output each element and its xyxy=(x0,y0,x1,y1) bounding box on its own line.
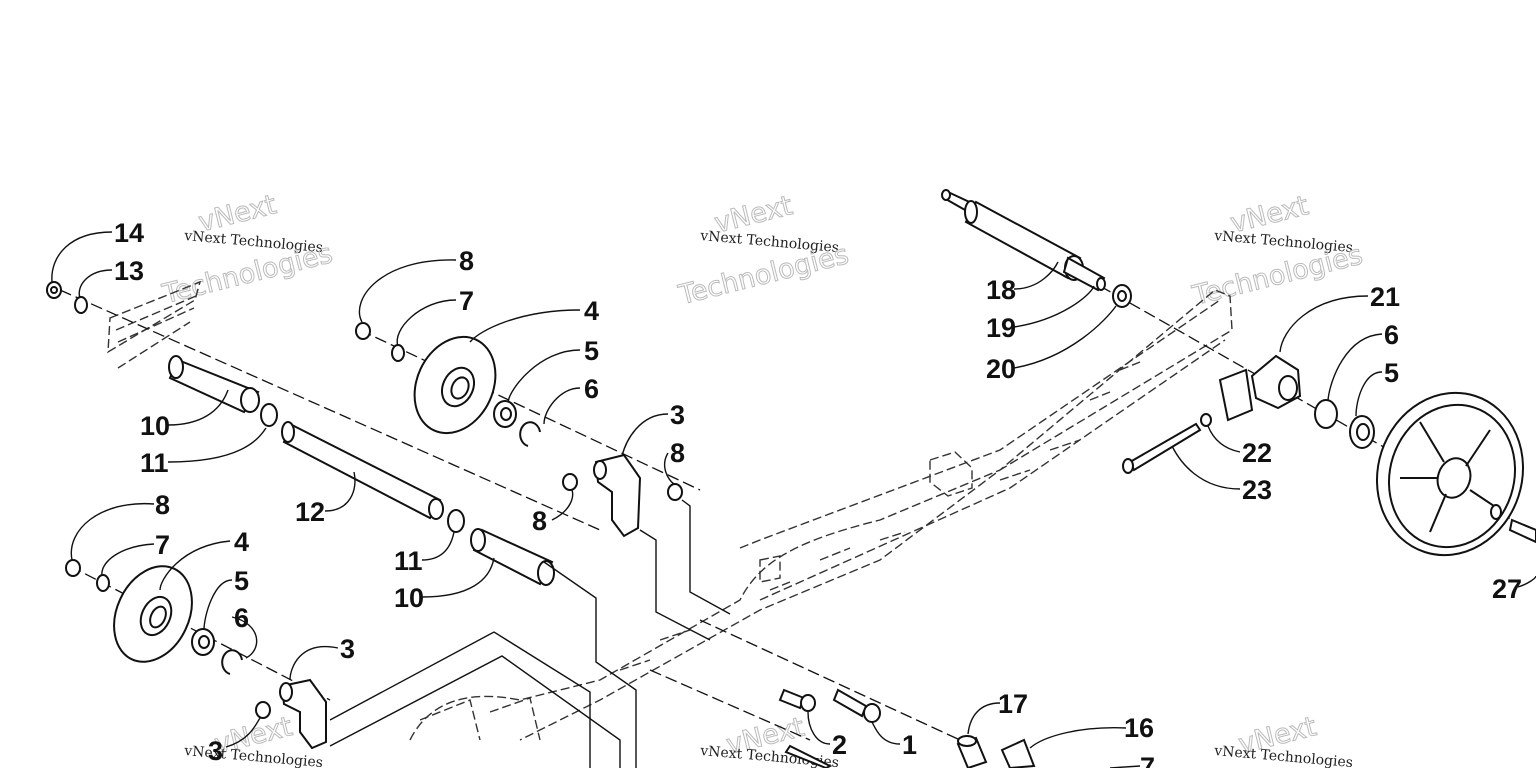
bearing-part-5-upper xyxy=(493,400,517,428)
watermark-top-right: vNext vNext Technologies Technologies xyxy=(1188,190,1366,313)
rear-wheel-part-large xyxy=(1375,391,1525,557)
shaft-part-18 xyxy=(941,189,1084,281)
callout-12: 12 xyxy=(295,497,325,527)
watermark-bottom-right: vNext vNext Technologies xyxy=(1213,711,1354,768)
callout-labels: 14 13 8 7 4 5 6 10 11 12 11 10 3 8 8 8 7… xyxy=(114,218,1522,768)
step-leader-lines xyxy=(329,499,731,768)
callout-8-mid: 8 xyxy=(532,506,547,536)
nut-part-8-arm-lower xyxy=(255,701,271,719)
nut-part-8-arm xyxy=(562,473,578,491)
callout-3-bottom: 3 xyxy=(208,736,223,766)
washer-part-7-lower-wheel xyxy=(96,574,110,592)
callout-3-top: 3 xyxy=(670,400,685,430)
spacer-part-10-lower xyxy=(470,528,555,586)
nut-part-8-arm-right xyxy=(667,483,683,501)
callout-5-left: 5 xyxy=(234,566,249,596)
callout-leaders xyxy=(51,231,1536,768)
axle-arm-part-3-upper xyxy=(593,453,642,538)
washer-part-20 xyxy=(1112,284,1132,308)
bolt-part-2 xyxy=(778,688,833,768)
callout-21: 21 xyxy=(1370,282,1400,312)
callout-14: 14 xyxy=(114,218,144,248)
callout-3-left: 3 xyxy=(340,634,355,664)
callout-8-top: 8 xyxy=(459,246,474,276)
assembly-axes xyxy=(59,285,1531,741)
bearing-part-5-right xyxy=(1349,415,1375,449)
bushing-part-17 xyxy=(956,735,988,768)
washer-part-right-end xyxy=(1490,504,1502,520)
nut-part-8-lower-wheel xyxy=(65,559,81,577)
svg-text:Technologies: Technologies xyxy=(675,239,852,311)
callout-10-top: 10 xyxy=(140,411,170,441)
callout-11-top: 11 xyxy=(140,448,169,478)
callout-16: 16 xyxy=(1124,713,1154,743)
callout-19: 19 xyxy=(986,313,1016,343)
callout-11-bottom: 11 xyxy=(394,546,423,576)
shaft-part-12 xyxy=(281,421,444,520)
watermark-top-center: vNext vNext Technologies Technologies xyxy=(674,190,852,312)
callout-5-top: 5 xyxy=(584,336,599,366)
callout-7-top: 7 xyxy=(459,286,474,316)
mounting-block xyxy=(1218,368,1254,422)
callout-23: 23 xyxy=(1242,475,1272,505)
callout-2: 2 xyxy=(832,730,847,760)
callout-6-left: 6 xyxy=(234,603,249,633)
idler-wheel-part-4-lower xyxy=(113,565,193,663)
washer-part-7-upper-wheel xyxy=(391,344,405,362)
nut-part-8-upper-wheel xyxy=(355,322,371,340)
spacer-part-10-upper xyxy=(168,355,260,414)
snap-ring-part-6-right xyxy=(1314,399,1338,429)
callout-1: 1 xyxy=(902,730,917,760)
callout-10-bottom: 10 xyxy=(394,583,424,613)
bracket-part-16 xyxy=(1000,738,1036,768)
idler-wheel-part-4-upper xyxy=(413,335,497,435)
callout-20: 20 xyxy=(986,354,1016,384)
bolt-part-1 xyxy=(832,688,881,723)
callout-17: 17 xyxy=(998,689,1028,719)
callout-5-right: 5 xyxy=(1384,358,1399,388)
callout-6-top: 6 xyxy=(584,374,599,404)
nut-part-14 xyxy=(46,281,62,299)
callout-6-right: 6 xyxy=(1384,320,1399,350)
callout-13: 13 xyxy=(114,256,144,286)
svg-text:Technologies: Technologies xyxy=(1189,240,1366,312)
hub-part-21 xyxy=(1250,354,1302,410)
shaft-part-19 xyxy=(1062,256,1106,292)
bearing-part-5-lower xyxy=(191,628,215,656)
snap-ring-part-6-lower xyxy=(221,649,243,675)
snap-ring-part-6-upper xyxy=(519,421,541,447)
callout-27: 27 xyxy=(1492,574,1522,604)
callout-7-bottom: 7 xyxy=(1140,752,1155,768)
callout-18: 18 xyxy=(986,275,1016,305)
bolt-part-right-end xyxy=(1508,518,1536,544)
washer-part-11-lower xyxy=(447,509,465,533)
washer-part-11-upper xyxy=(260,403,278,427)
axle-arm-part-3-lower xyxy=(279,678,327,750)
nut-part-22 xyxy=(1200,413,1212,427)
rail-frame xyxy=(107,280,1233,741)
callout-7-left: 7 xyxy=(155,530,170,560)
watermark-top-left: vNext vNext Technologies Technologies xyxy=(158,189,336,311)
callout-22: 22 xyxy=(1242,438,1272,468)
callout-8-right: 8 xyxy=(670,438,685,468)
callout-8-left: 8 xyxy=(155,490,170,520)
washer-part-13 xyxy=(74,296,88,314)
bolt-part-23 xyxy=(1122,422,1202,474)
callout-4-top: 4 xyxy=(584,296,599,326)
callout-4-left: 4 xyxy=(234,527,249,557)
